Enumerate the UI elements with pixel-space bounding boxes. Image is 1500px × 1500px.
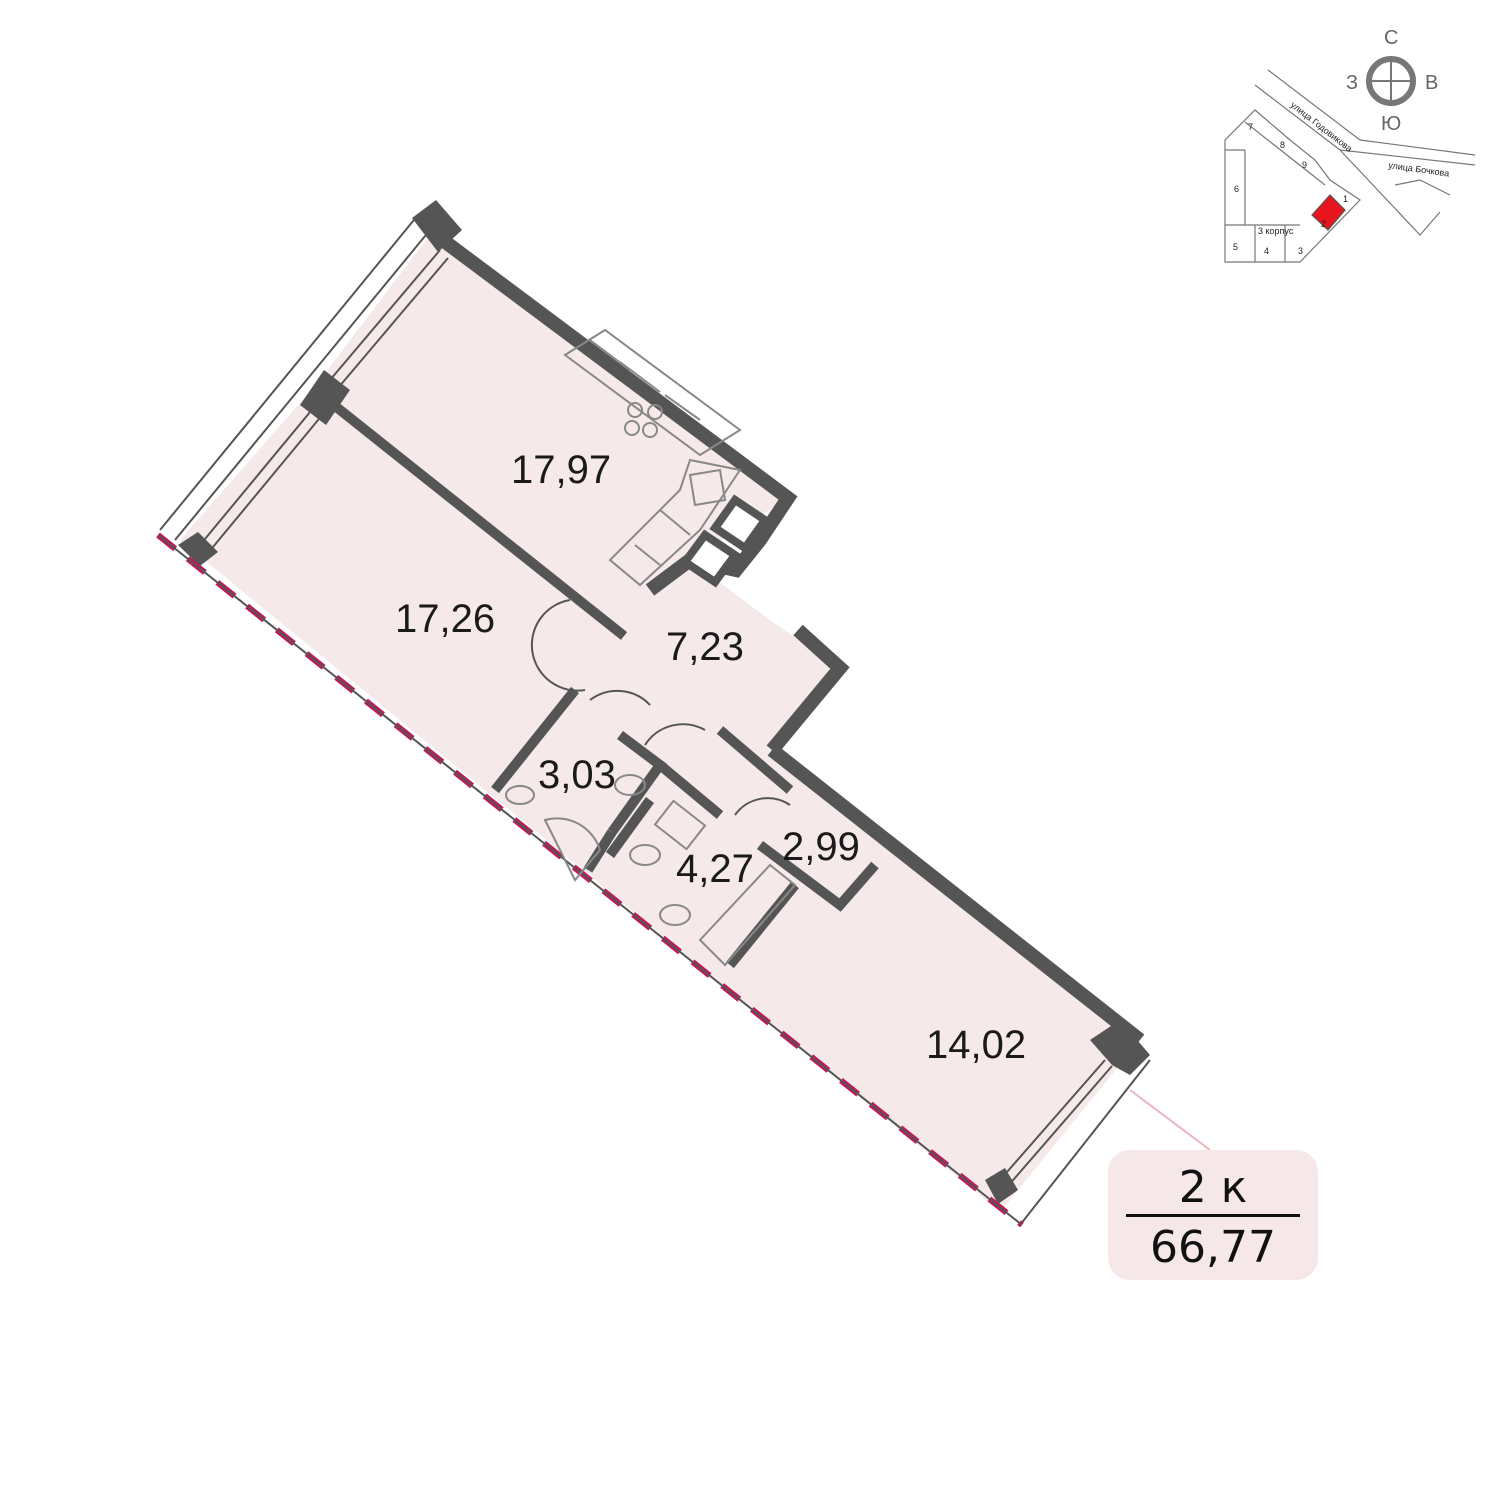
room-area-hall: 7,23 xyxy=(666,625,744,669)
room-area-kitchen: 17,97 xyxy=(511,448,611,492)
street-godovikova: улица Годовикова xyxy=(1289,100,1354,154)
section-4: 4 xyxy=(1264,246,1269,256)
section-8: 8 xyxy=(1280,140,1285,150)
section-6: 6 xyxy=(1234,184,1239,194)
section-3: 3 xyxy=(1298,246,1303,256)
room-count: 2 к xyxy=(1178,1162,1248,1213)
section-5: 5 xyxy=(1233,242,1238,252)
total-area: 66,77 xyxy=(1150,1222,1276,1273)
windows-left xyxy=(159,214,449,554)
shafts xyxy=(679,494,771,588)
apartment-summary: 2 к 66,77 xyxy=(1108,1150,1318,1280)
room-area-closet: 2,99 xyxy=(782,825,860,869)
summary-divider xyxy=(1126,1214,1300,1217)
compass-north: С xyxy=(1384,27,1398,49)
room-area-living: 14,02 xyxy=(926,1023,1026,1067)
room-area-bedroom: 17,26 xyxy=(395,597,495,641)
site-plan xyxy=(1224,69,1476,263)
room-area-bath2: 4,27 xyxy=(676,847,754,891)
summary-leader xyxy=(1129,1089,1211,1151)
section-9: 9 xyxy=(1302,160,1307,170)
section-7: 7 xyxy=(1248,122,1253,132)
room-area-bath1: 3,03 xyxy=(538,753,616,797)
compass-east: В xyxy=(1425,72,1438,94)
section-2: 2 xyxy=(1321,219,1326,229)
door-swings xyxy=(530,599,791,816)
street-bochkova: улица Бочкова xyxy=(1388,160,1450,178)
windows-right xyxy=(999,1059,1151,1226)
building-label: 3 корпус xyxy=(1258,226,1294,236)
compass-west: З xyxy=(1346,72,1358,94)
kitchen-counter xyxy=(563,328,742,587)
pillars xyxy=(178,200,1150,1204)
bath-fixtures xyxy=(505,774,797,967)
compass-south: Ю xyxy=(1381,113,1401,135)
highlighted-section xyxy=(1311,194,1346,231)
section-1: 1 xyxy=(1343,194,1348,204)
compass: С Ю З В xyxy=(1346,27,1438,135)
